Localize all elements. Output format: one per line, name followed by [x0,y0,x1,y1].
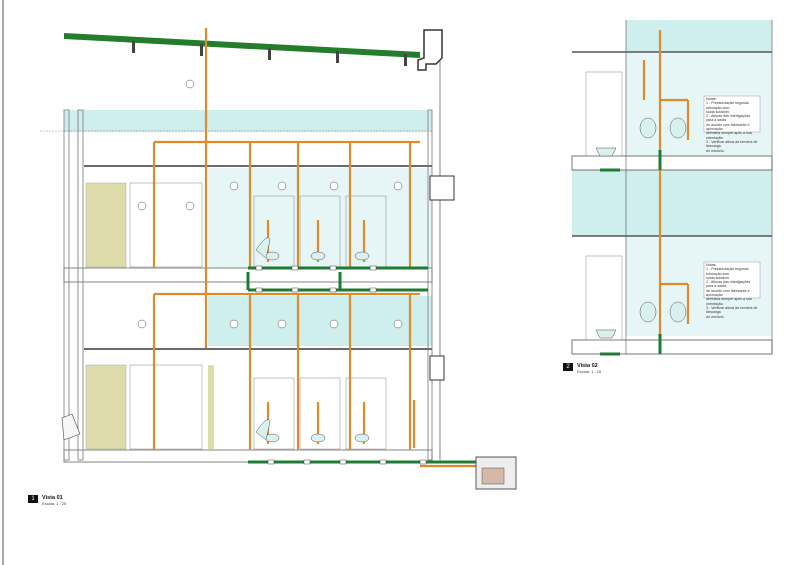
view-02-water-pipes [642,30,690,350]
view-01-drawing [40,28,517,490]
partition-panel [208,365,214,449]
view-scale: Escala: 1 : 25 [42,501,67,506]
note-line: 2 - Alturas das interligações para a saí… [706,280,751,289]
roof-supports [132,41,407,66]
note-line: solda soldável. [706,275,730,280]
partition-panel [85,182,127,268]
parapet [417,29,443,71]
drain-pipes [246,266,480,464]
view-02-urinals [595,117,687,339]
note-line: do mictório. [706,314,725,319]
note-line: 1 - Pressurização segundo tubulação com [706,101,749,110]
view-02-label: 2 Vista 02 Escala: 1 : 25 [563,363,601,374]
columns [63,109,433,461]
view-02-drawing [571,20,773,356]
partition-panel [85,364,127,450]
view-02-drains [600,150,662,356]
note-box [703,261,761,299]
view-02-note-lower: Notas: 1 - Pressurização segundo tubulaç… [706,263,758,319]
glass-panel [626,20,772,52]
roof-beam [64,33,420,58]
view-title: Vista 01 [42,495,63,501]
note-line: definitiva sempre após a sua orientação. [706,297,752,306]
wall-box [429,175,455,201]
view-02-note-upper: Notas: 1 - Pressurização segundo tubulaç… [706,97,758,153]
inspection-box-inner [481,467,505,485]
note-line: 3 - Verificar altura da torneira de desc… [706,305,758,315]
note-box [703,95,761,133]
door-frames [129,182,387,450]
note-line: 3 - Verificar altura da torneira de desc… [706,139,758,149]
note-line: 1 - Pressurização segundo tubulação com [706,267,749,276]
view-number-badge: 2 [563,363,573,371]
view-01-label: 1 Vista 01 Escala: 1 : 25 [28,495,66,506]
view-title: Vista 02 [577,363,598,369]
note-line: de acordo com fabricante e aprovação [706,122,750,132]
floor-slab-ground [63,449,433,463]
view-scale: Escala: 1 : 25 [577,369,602,374]
drain-fittings [255,265,427,465]
pipe-tags [137,79,403,329]
note-line: do mictório. [706,148,725,153]
note-line: 2 - Alturas das interligações para a saí… [706,114,751,123]
view-number-badge: 1 [28,495,38,503]
view-02-slabs [571,20,773,355]
note-line: de acordo com fabricante e aprovação [706,288,750,298]
note-heading: Notas: [706,97,717,101]
sanitary-fixtures [255,237,370,443]
note-line: definitiva sempre após a sua orientação. [706,131,752,140]
note-heading: Notas: [706,263,717,267]
wall-box [429,355,445,381]
glass-panel [572,170,772,236]
glass-panel [208,296,432,346]
note-line: solda soldável. [706,109,730,114]
glass-panel [64,110,432,132]
chair-outline [61,413,81,441]
